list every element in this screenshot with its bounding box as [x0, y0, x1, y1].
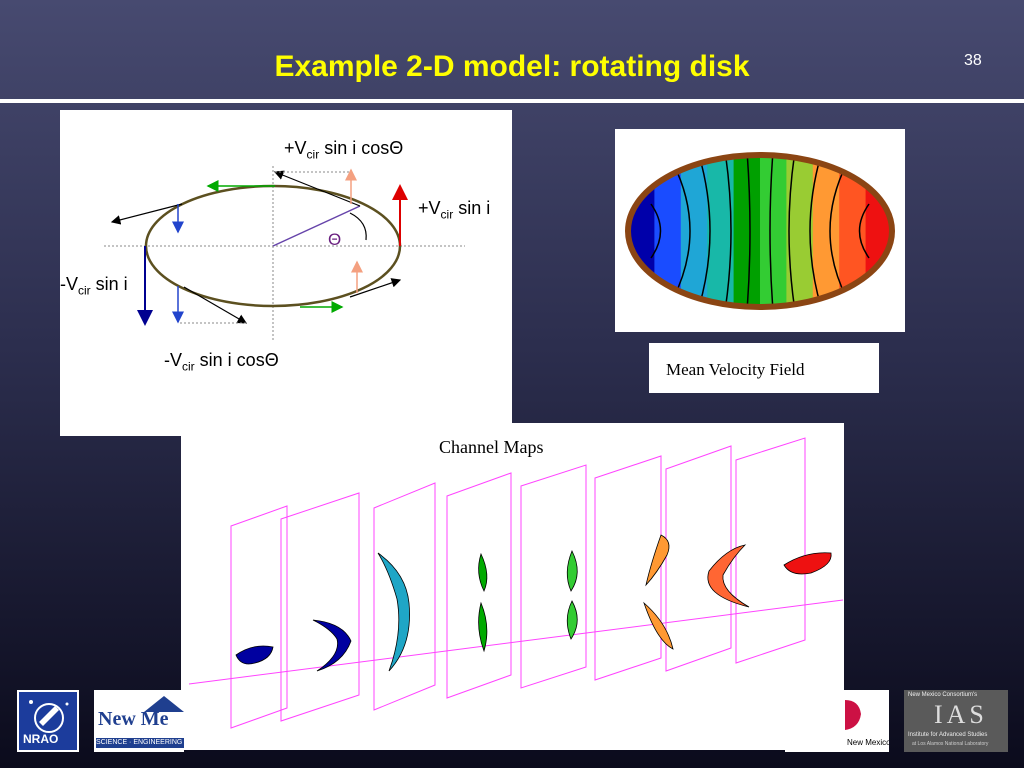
velocity-band-6	[760, 155, 787, 307]
channel-frame-7	[665, 445, 732, 672]
theta-arc	[349, 212, 367, 241]
channel-frame-6	[594, 455, 662, 681]
velocity-band-8	[812, 155, 840, 307]
velocity-field-caption: Mean Velocity Field	[666, 360, 805, 379]
channel-axis-line	[188, 599, 844, 685]
tangent-arrow-top	[273, 170, 361, 207]
velocity-band-10	[865, 155, 892, 307]
channel-blob-3	[377, 552, 410, 672]
slide-title: Example 2-D model: rotating disk	[274, 50, 750, 83]
contour-7	[788, 155, 796, 307]
nrao-emblem-icon	[29, 700, 69, 733]
label-right-suffix: sin i	[453, 198, 491, 218]
nmt-name: New Me	[98, 708, 169, 730]
channel-maps-panel: Channel Maps	[181, 423, 844, 750]
channel-blob-4b	[478, 601, 488, 653]
channel-blob-6a	[645, 534, 670, 587]
label-top-prefix: +V	[284, 138, 307, 158]
channel-blob-4a	[478, 552, 488, 592]
nrao-logo: NRAO	[17, 690, 79, 752]
contour-3	[698, 155, 711, 307]
unm-logo: New Mexico	[785, 690, 889, 752]
ias-main-text: IAS	[934, 700, 988, 729]
contour-8	[809, 155, 822, 307]
channel-blob-5b	[566, 600, 578, 640]
slide-number: 38	[964, 52, 982, 69]
label-right: +Vcir sin i	[418, 198, 490, 222]
velocity-band-1	[628, 155, 655, 307]
ias-logo: New Mexico Consortium's IAS Institute fo…	[904, 690, 1008, 752]
disk-diagram-panel: +Vcir sin i cosΘ +Vcir sin i -Vcir sin i…	[60, 110, 512, 436]
theta-label: Θ	[328, 230, 342, 249]
tangent-arrow-left	[110, 203, 183, 225]
velocity-field-rim	[625, 152, 895, 310]
channel-blob-2	[312, 619, 352, 672]
nrao-text: NRAO	[23, 732, 59, 746]
channel-maps-diagram	[188, 437, 844, 729]
contour-4	[724, 155, 732, 307]
tangent-arrow-right	[349, 278, 402, 298]
channel-frame-2	[280, 492, 360, 722]
velocity-field-panel	[615, 129, 905, 332]
velocity-band-3	[680, 155, 708, 307]
contour-10	[858, 203, 870, 259]
label-bottom-prefix: -V	[164, 350, 182, 370]
channel-blob-5a	[566, 550, 578, 592]
nmt-logo: New Me SCIENCE · ENGINEERING	[94, 690, 184, 752]
contour-1	[650, 203, 662, 259]
channel-frame-8	[735, 437, 806, 664]
title-divider	[0, 99, 1024, 103]
label-top-suffix: sin i cosΘ	[319, 138, 404, 158]
ias-sub2-text: at Los Alamos National Laboratory	[912, 741, 989, 747]
disk-diagram	[104, 166, 465, 340]
contour-6	[769, 155, 774, 307]
mountain-icon	[144, 696, 184, 712]
contour-2	[672, 162, 691, 300]
channel-blob-6b	[643, 601, 674, 650]
channel-frame-1	[230, 505, 288, 729]
contour-5	[746, 155, 751, 307]
label-top: +Vcir sin i cosΘ	[284, 138, 403, 162]
velocity-band-4	[707, 155, 735, 307]
channel-blob-1	[235, 645, 274, 665]
label-left: -Vcir sin i	[60, 274, 128, 298]
tangent-arrow-bottom	[183, 286, 248, 324]
label-right-sub: cir	[440, 207, 454, 222]
velocity-field-map	[625, 152, 895, 310]
velocity-field-caption-box: Mean Velocity Field	[649, 343, 879, 393]
label-bottom-sub: cir	[182, 359, 195, 374]
channel-frame-3	[373, 482, 436, 711]
label-left-sub: cir	[78, 283, 91, 298]
radius-line	[272, 205, 361, 247]
label-top-sub: cir	[306, 147, 320, 162]
velocity-band-5	[733, 155, 761, 307]
ias-top-text: New Mexico Consortium's	[908, 692, 978, 698]
unm-text: New Mexico	[847, 738, 889, 747]
channel-frame-4	[446, 472, 512, 699]
unm-emblem-icon	[845, 700, 861, 730]
contour-9	[829, 162, 848, 300]
label-right-prefix: +V	[418, 198, 441, 218]
channel-maps-title: Channel Maps	[439, 437, 544, 457]
channel-blob-8	[783, 552, 832, 575]
label-bottom-suffix: sin i cosΘ	[194, 350, 279, 370]
label-left-suffix: sin i	[90, 274, 128, 294]
label-bottom: -Vcir sin i cosΘ	[164, 350, 279, 374]
channel-frame-5	[520, 464, 587, 689]
channel-blob-7	[707, 544, 750, 608]
nmt-tagline: SCIENCE · ENGINEERING	[96, 738, 184, 748]
label-left-prefix: -V	[60, 274, 78, 294]
ias-sub-text: Institute for Advanced Studies	[908, 732, 988, 738]
